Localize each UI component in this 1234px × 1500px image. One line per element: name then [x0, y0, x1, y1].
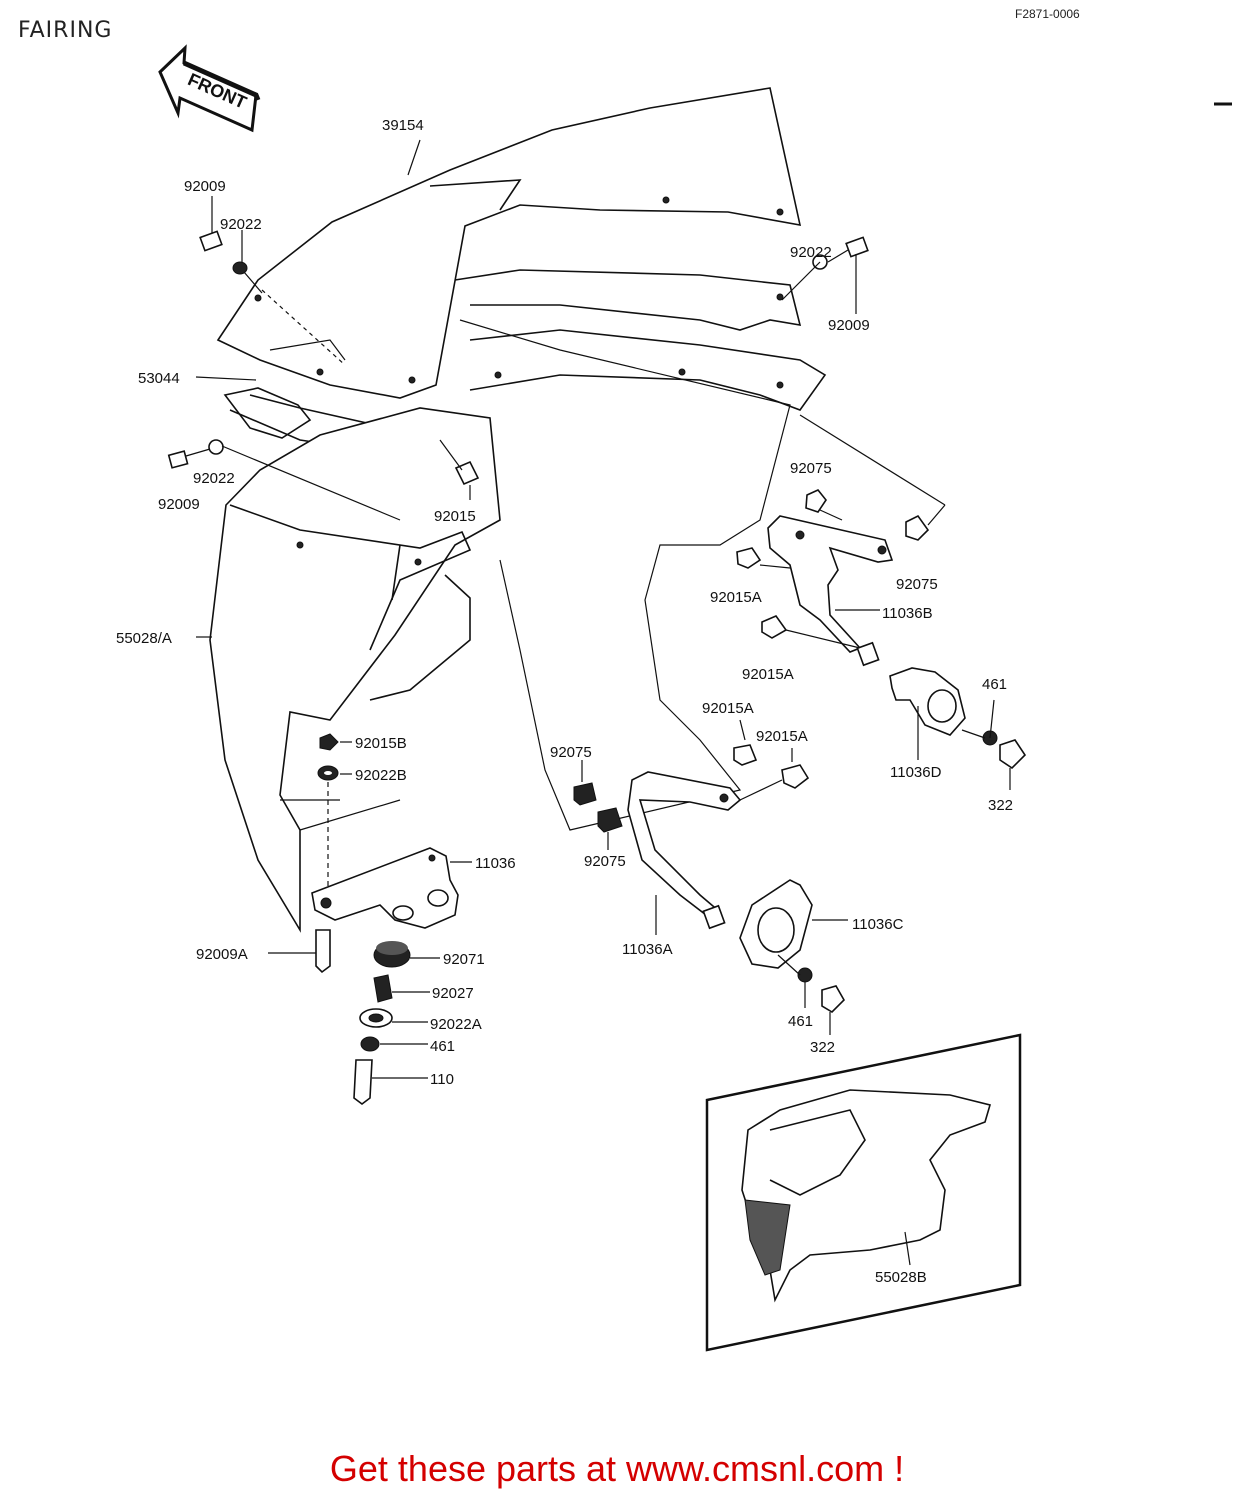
label-92022A: 92022A — [430, 1016, 482, 1033]
label-461-b: 461 — [788, 1013, 813, 1030]
footer-link[interactable]: Get these parts at www.cmsnl.com ! — [329, 1448, 905, 1489]
label-92015A-b: 92015A — [742, 666, 794, 683]
diagram-code: F2871-0006 — [1015, 7, 1080, 21]
label-53044: 53044 — [138, 370, 180, 387]
diagram-title: FAIRING — [18, 18, 112, 43]
bracket-11036D — [856, 641, 1027, 790]
trim-strip-53044 — [195, 269, 827, 459]
bracket-11036A — [573, 719, 810, 935]
label-322-b: 322 — [810, 1039, 835, 1056]
label-92022-a: 92022 — [220, 216, 262, 233]
label-461-a: 461 — [982, 676, 1007, 693]
fastener-92009-upper-left — [199, 196, 263, 294]
label-92009-b: 92009 — [828, 317, 870, 334]
windscreen-39154 — [216, 87, 802, 399]
label-92015B: 92015B — [355, 735, 407, 752]
label-92009-a: 92009 — [184, 178, 226, 195]
label-55028A: 55028/A — [116, 630, 172, 647]
fastener-92015B — [317, 733, 352, 890]
label-92009A: 92009A — [196, 946, 248, 963]
label-322-a: 322 — [988, 797, 1013, 814]
front-arrow-icon: FRONT — [158, 44, 261, 133]
label-461-c: 461 — [430, 1038, 455, 1055]
bracket-11036C — [739, 879, 848, 1035]
fastener-92009-upper-right — [781, 236, 869, 314]
label-11036A: 11036A — [622, 941, 673, 958]
label-92015A-d: 92015A — [756, 728, 808, 745]
label-92022-b: 92022 — [790, 244, 832, 261]
label-11036C: 11036C — [852, 916, 904, 933]
label-92075-c: 92075 — [550, 744, 592, 761]
label-92015A-a: 92015A — [710, 589, 762, 606]
label-92075-d: 92075 — [584, 853, 626, 870]
label-39154: 39154 — [382, 117, 424, 134]
inset-fairing-55028B — [705, 1033, 1022, 1352]
label-55028B: 55028B — [875, 1269, 927, 1286]
label-110: 110 — [430, 1071, 454, 1088]
label-92075-b: 92075 — [896, 576, 938, 593]
fairing-shell-55028A — [196, 319, 791, 933]
fastener-stack-lower — [268, 929, 440, 1105]
label-11036D: 11036D — [890, 764, 942, 781]
bracket-11036 — [311, 847, 472, 929]
label-11036B: 11036B — [882, 605, 933, 622]
label-92015: 92015 — [434, 508, 476, 525]
fastener-92009-mid-left — [167, 439, 401, 521]
grommet-92015 — [439, 439, 480, 500]
label-92022B: 92022B — [355, 767, 407, 784]
label-92027: 92027 — [432, 985, 474, 1002]
label-92022-c: 92022 — [193, 470, 235, 487]
bracket-11036B — [736, 414, 946, 653]
label-92075-a: 92075 — [790, 460, 832, 477]
label-92071: 92071 — [443, 951, 485, 968]
label-92009-c: 92009 — [158, 496, 200, 513]
label-92015A-c: 92015A — [702, 700, 754, 717]
label-11036: 11036 — [475, 855, 516, 872]
